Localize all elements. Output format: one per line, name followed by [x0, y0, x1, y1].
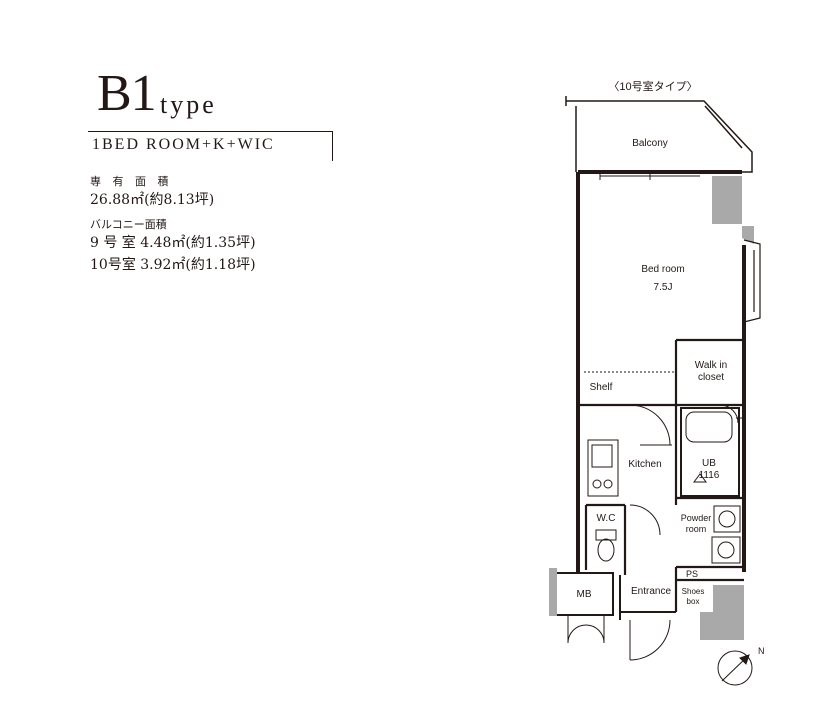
label-kitchen: Kitchen [628, 459, 661, 470]
interior-walls [578, 338, 744, 612]
kitchen-counter [587, 439, 619, 497]
label-mb: MB [577, 589, 592, 600]
balcony-outline [565, 96, 753, 173]
structural-column-bottom [700, 585, 744, 640]
label-shoes-1: Shoes [682, 587, 705, 596]
label-bedroom: Bed room [641, 264, 684, 275]
plan-caption: 〈10号室タイプ〉 [608, 79, 697, 93]
entry-doors [567, 615, 671, 661]
label-ub: UB [702, 458, 716, 469]
layout-label: 1BED ROOM+K+WIC [92, 136, 275, 153]
label-wc: W.C [597, 513, 616, 524]
label-powder-2: room [686, 524, 707, 534]
label-walkin-2: closet [698, 372, 724, 383]
type-word: type [160, 90, 217, 119]
title-rule-end [332, 131, 333, 161]
label-shoes-2: box [687, 597, 700, 606]
balcony-area-room9: 9 号 室 4.48㎡(約1.35坪) [90, 235, 256, 251]
label-bedroom-size: 7.5J [654, 282, 673, 293]
balcony-window [599, 172, 700, 180]
exterior-walls [576, 170, 746, 572]
label-walkin-1: Walk in [695, 360, 727, 371]
label-ps: PS [686, 569, 698, 579]
label-balcony: Balcony [632, 138, 668, 149]
floor-area-value: 26.88㎡(約8.13坪) [90, 192, 215, 208]
label-powder-1: Powder [681, 513, 712, 523]
title-rule [88, 131, 333, 132]
door-swings [629, 404, 739, 536]
label-entrance: Entrance [631, 586, 671, 597]
bay-window [743, 239, 761, 323]
floor-area-label: 専 有 面 積 [90, 175, 173, 188]
label-ub-size: 1116 [699, 470, 720, 481]
unit-bath [680, 407, 742, 497]
structural-column-top-block [712, 176, 742, 224]
label-shelf: Shelf [590, 382, 613, 393]
balcony-area-label: バルコニー面積 [90, 218, 167, 231]
balcony-area-room10: 10号室 3.92㎡(約1.18坪) [90, 257, 256, 273]
structural-wall-left [549, 568, 557, 616]
compass-icon [717, 650, 753, 686]
toilet [595, 529, 617, 562]
type-code: B1 [97, 65, 157, 122]
compass-north: N [758, 646, 765, 656]
powder-fixtures [711, 505, 741, 564]
